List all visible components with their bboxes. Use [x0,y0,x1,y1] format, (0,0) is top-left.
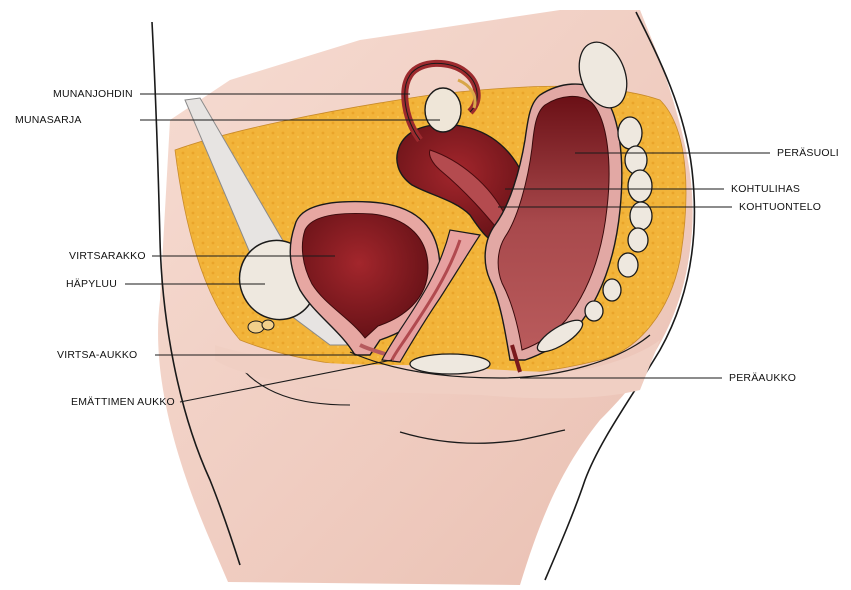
ovary [425,88,461,132]
label-urethral-opening: VIRTSA-AUKKO [57,349,137,361]
label-pubic-bone: HÄPYLUU [66,278,117,290]
small-bone-2 [262,320,274,330]
label-uterine-cavity: KOHTUONTELO [739,201,821,213]
label-myometrium: KOHTULIHAS [731,183,800,195]
label-fallopian-tube: MUNANJOHDIN [53,88,133,100]
label-vaginal-opening: EMÄTTIMEN AUKKO [71,396,175,408]
perineal-bone [410,354,490,374]
label-bladder: VIRTSARAKKO [69,250,146,262]
label-anus: PERÄAUKKO [729,372,796,384]
label-ovary: MUNASARJA [15,114,82,126]
label-rectum: PERÄSUOLI [777,147,839,159]
small-bone-1 [248,321,264,333]
